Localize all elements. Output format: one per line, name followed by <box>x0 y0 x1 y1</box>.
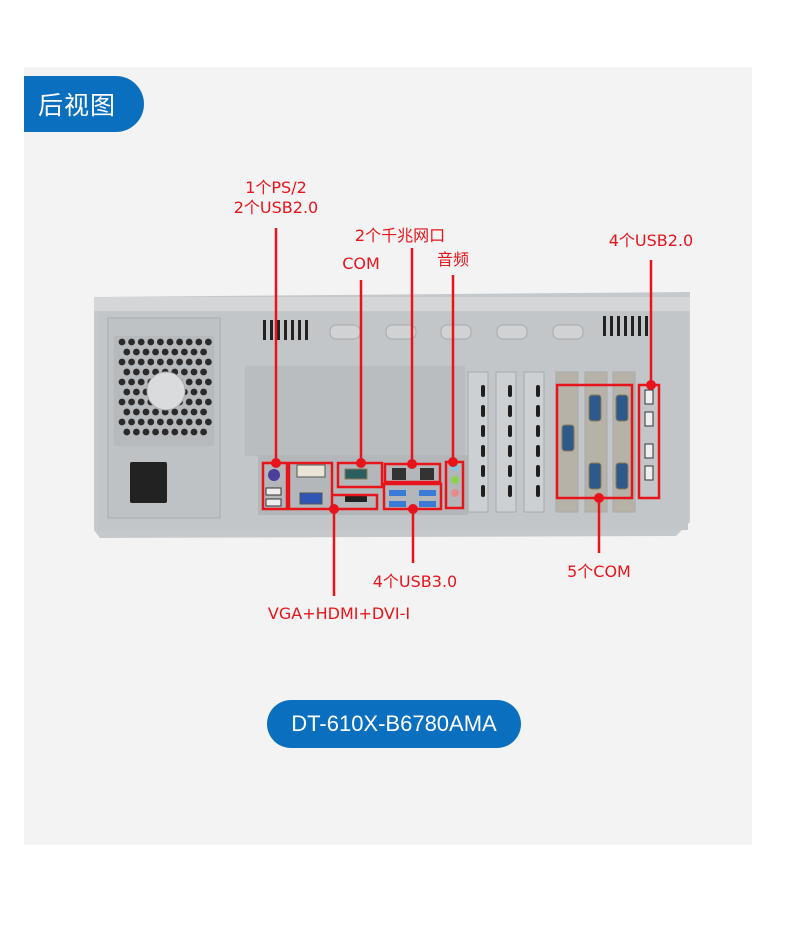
section-title: 后视图 <box>38 91 117 120</box>
callout-usb30: 4个USB3.0 <box>372 572 458 591</box>
callout-lan: 2个千兆网口 <box>354 226 446 245</box>
callout-dots <box>271 380 656 514</box>
callout-ps2-line: 1个PS/2 <box>245 178 307 197</box>
callout-video: VGA+HDMI+DVI-I <box>267 604 411 623</box>
section-title-badge: 后视图 <box>24 76 144 132</box>
callout-lines <box>274 228 653 596</box>
model-badge: DT-610X-B6780AMA <box>267 700 521 748</box>
callout-usb-line: 2个USB2.0 <box>233 198 319 217</box>
callout-com5: 5个COM <box>567 562 631 581</box>
model-name: DT-610X-B6780AMA <box>291 711 497 736</box>
callout-com-top: COM <box>342 254 380 273</box>
callout-audio: 音频 <box>436 250 469 269</box>
callout-usb20-right: 4个USB2.0 <box>608 231 694 250</box>
callout-ps2-usb: 1个PS/2 2个USB2.0 <box>226 178 326 218</box>
chassis-icon <box>94 292 690 538</box>
